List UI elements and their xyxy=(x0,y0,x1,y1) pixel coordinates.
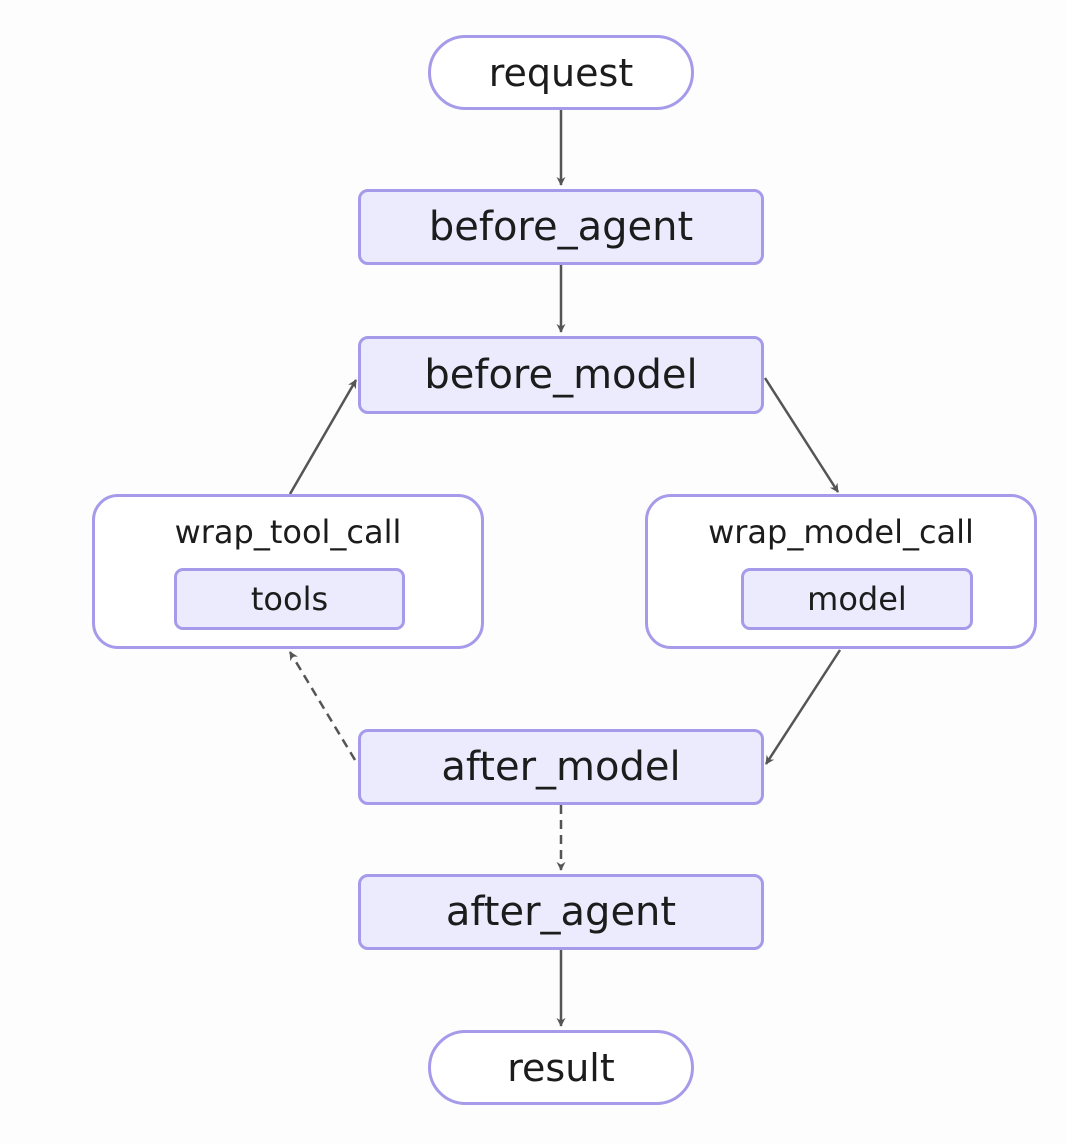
wrap-model-call-label: wrap_model_call xyxy=(708,513,974,551)
edge-wrap-model-call-to-after-model xyxy=(764,649,842,765)
before-agent-label: before_agent xyxy=(428,204,694,250)
tools-label: tools xyxy=(250,580,329,618)
wrap-tool-call-group: wrap_tool_call tools xyxy=(92,494,484,649)
before-model-node: before_model xyxy=(358,336,764,414)
after-model-node: after_model xyxy=(358,729,764,805)
edge-wrap-tool-call-to-before-model xyxy=(288,379,358,495)
after-agent-label: after_agent xyxy=(445,889,677,935)
before-model-label: before_model xyxy=(424,352,698,398)
tools-node: tools xyxy=(174,568,405,630)
model-node: model xyxy=(741,568,973,630)
result-node: result xyxy=(428,1030,694,1105)
edge-after-model-to-wrap-tool-call xyxy=(288,651,357,761)
after-model-label: after_model xyxy=(441,744,681,790)
wrap-tool-call-label: wrap_tool_call xyxy=(174,513,402,551)
model-label: model xyxy=(807,580,907,618)
wrap-model-call-group: wrap_model_call model xyxy=(645,494,1037,649)
edge-before-model-to-wrap-model-call xyxy=(763,377,840,493)
result-label: result xyxy=(507,1045,615,1090)
request-node: request xyxy=(428,35,694,110)
request-label: request xyxy=(488,50,634,95)
after-agent-node: after_agent xyxy=(358,874,764,950)
before-agent-node: before_agent xyxy=(358,189,764,265)
